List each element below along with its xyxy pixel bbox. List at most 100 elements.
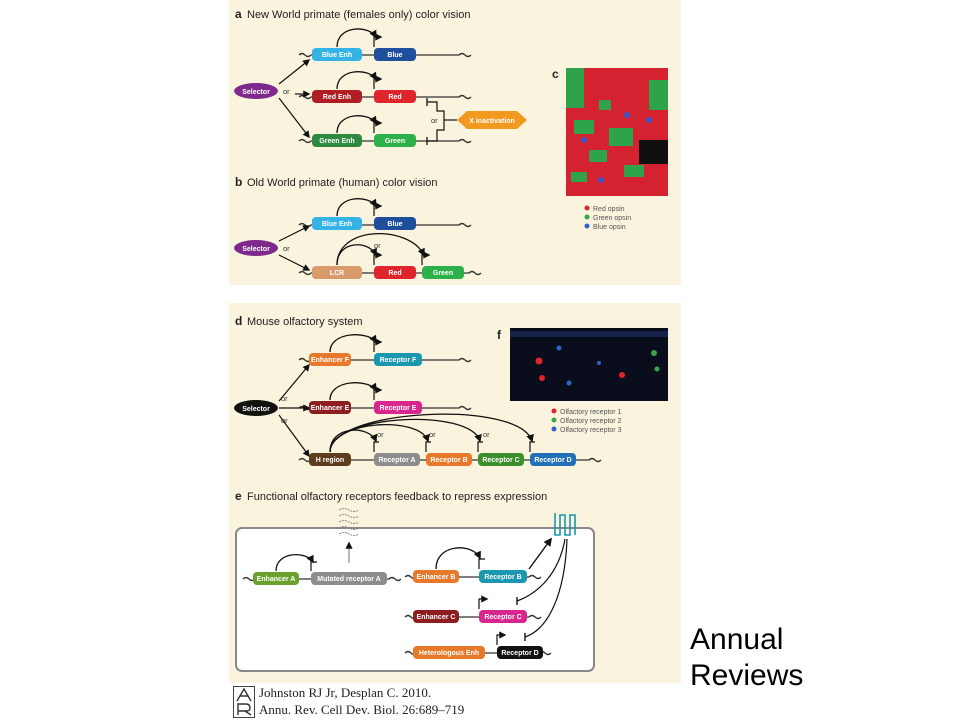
receptor-e — [374, 401, 422, 414]
publisher-name: Annual Reviews — [690, 622, 803, 694]
olfactory-micrograph-cells — [510, 331, 668, 386]
panel-color-vision: a New World primate (females only) color… — [229, 0, 681, 285]
receptor-b-d — [426, 453, 472, 466]
enhancer-e-label: Enhancer E — [311, 405, 350, 412]
legend-olfactory-receptor-3: Olfactory receptor 3 — [560, 427, 622, 434]
red-gene-b — [374, 266, 416, 279]
selector-a — [234, 83, 278, 99]
panel-b-letter: b — [235, 175, 242, 189]
heterologous-enhancer-label: Heterologous Enh — [419, 650, 479, 657]
or-d-3: or — [377, 430, 384, 439]
selector-a-label: Selector — [242, 89, 270, 96]
misfolded-receptor-icon — [338, 508, 360, 536]
receptor-d-e-label: Receptor D — [501, 650, 538, 657]
green-gene-b-label: Green — [433, 270, 453, 277]
red-gene-a-label: Red — [388, 94, 401, 101]
heterologous-enhancer — [413, 646, 485, 659]
green-gene-b — [422, 266, 464, 279]
receptor-b-e-label: Receptor B — [484, 574, 521, 581]
lcr-label: LCR — [330, 270, 344, 277]
x-inactivation-hexagon — [457, 111, 527, 129]
enhancer-b-e-label: Enhancer B — [417, 574, 456, 581]
panel-e-letter: e — [235, 489, 242, 503]
annual-reviews-logo — [233, 686, 255, 718]
blue-gene-a — [374, 48, 416, 61]
enhancer-e — [309, 401, 351, 414]
enhancer-a-e-label: Enhancer A — [257, 576, 296, 583]
receptor-e-label: Receptor E — [380, 405, 417, 412]
enhancer-c-e — [413, 610, 459, 623]
mutated-receptor-a — [311, 572, 387, 585]
enhancer-a-e — [253, 572, 299, 585]
panel-b-title: Old World primate (human) color vision — [247, 177, 438, 189]
red-gene-b-label: Red — [388, 270, 401, 277]
enhancer-f-label: Enhancer F — [311, 357, 350, 364]
receptor-a-d — [374, 453, 420, 466]
olfactory-micrograph — [510, 328, 668, 401]
citation-line-2: Annu. Rev. Cell Dev. Biol. 26:689–719 — [259, 702, 465, 717]
blue-enhancer-a-label: Blue Enh — [322, 52, 352, 59]
blue-enhancer-b — [312, 217, 362, 230]
or-d-5: or — [483, 430, 490, 439]
receptor-f — [374, 353, 422, 366]
blue-enhancer-a — [312, 48, 362, 61]
or-d-4: or — [429, 430, 436, 439]
lcr-box — [312, 266, 362, 279]
or-d-2: or — [281, 416, 288, 425]
panel-e-title: Functional olfactory receptors feedback … — [247, 491, 547, 503]
panel-a-letter: a — [235, 7, 242, 21]
h-region — [309, 453, 351, 466]
olfactory-diagram: d Mouse olfactory system Selector or or … — [234, 314, 668, 672]
receptor-c-d — [478, 453, 524, 466]
legend-olfactory-receptor-1: Olfactory receptor 1 — [560, 409, 622, 416]
panel-olfactory: d Mouse olfactory system Selector or or … — [229, 303, 681, 683]
panel-f-letter: f — [497, 328, 502, 342]
selector-b — [234, 240, 278, 256]
blue-enhancer-b-label: Blue Enh — [322, 221, 352, 228]
receptor-b-d-label: Receptor B — [430, 457, 467, 464]
receptor-f-label: Receptor F — [380, 357, 417, 364]
red-enhancer-a — [312, 90, 362, 103]
receptor-c-e — [479, 610, 527, 623]
selector-d — [234, 400, 278, 416]
panel-d-letter: d — [235, 314, 242, 328]
receptor-a-d-label: Receptor A — [378, 457, 415, 464]
enhancer-b-e — [413, 570, 459, 583]
mutated-receptor-a-label: Mutated receptor A — [317, 576, 381, 583]
green-gene-a-label: Green — [385, 138, 405, 145]
blue-gene-b — [374, 217, 416, 230]
selector-b-label: Selector — [242, 246, 270, 253]
h-region-label: H region — [316, 457, 344, 464]
or-b: or — [283, 244, 290, 253]
citation: Johnston RJ Jr, Desplan C. 2010. Annu. R… — [259, 684, 464, 718]
blue-gene-a-label: Blue — [387, 52, 402, 59]
color-vision-diagram: a New World primate (females only) color… — [234, 7, 668, 279]
receptor-c-d-label: Receptor C — [482, 457, 519, 464]
receptor-d-e — [497, 646, 543, 659]
green-enhancer-a — [312, 134, 362, 147]
enhancer-f — [309, 353, 351, 366]
panel-d-title: Mouse olfactory system — [247, 316, 363, 328]
panel-a-title: New World primate (females only) color v… — [247, 9, 471, 21]
publisher-line-2: Reviews — [690, 659, 804, 692]
receptor-d-d-label: Receptor D — [534, 457, 571, 464]
receptor-c-e-label: Receptor C — [484, 614, 521, 621]
or-d-1: or — [281, 394, 288, 403]
or-lcr: or — [374, 241, 381, 250]
receptor-b-protein-icon — [554, 513, 576, 536]
blue-gene-b-label: Blue — [387, 221, 402, 228]
green-gene-a — [374, 134, 416, 147]
or-a: or — [283, 87, 290, 96]
receptor-d-d — [530, 453, 576, 466]
green-enhancer-a-label: Green Enh — [319, 138, 354, 145]
selector-d-label: Selector — [242, 406, 270, 413]
x-inactivation-label: X inactivation — [469, 118, 515, 125]
enhancer-c-e-label: Enhancer C — [417, 614, 456, 621]
legend-blue-opsin: Blue opsin — [593, 224, 626, 231]
legend-red-opsin: Red opsin — [593, 206, 625, 213]
citation-line-1: Johnston RJ Jr, Desplan C. 2010. — [259, 685, 432, 700]
or-x-inactivation: or — [431, 116, 438, 125]
red-enhancer-a-label: Red Enh — [323, 94, 351, 101]
legend-green-opsin: Green opsin — [593, 215, 631, 222]
publisher-line-1: Annual — [690, 623, 784, 656]
